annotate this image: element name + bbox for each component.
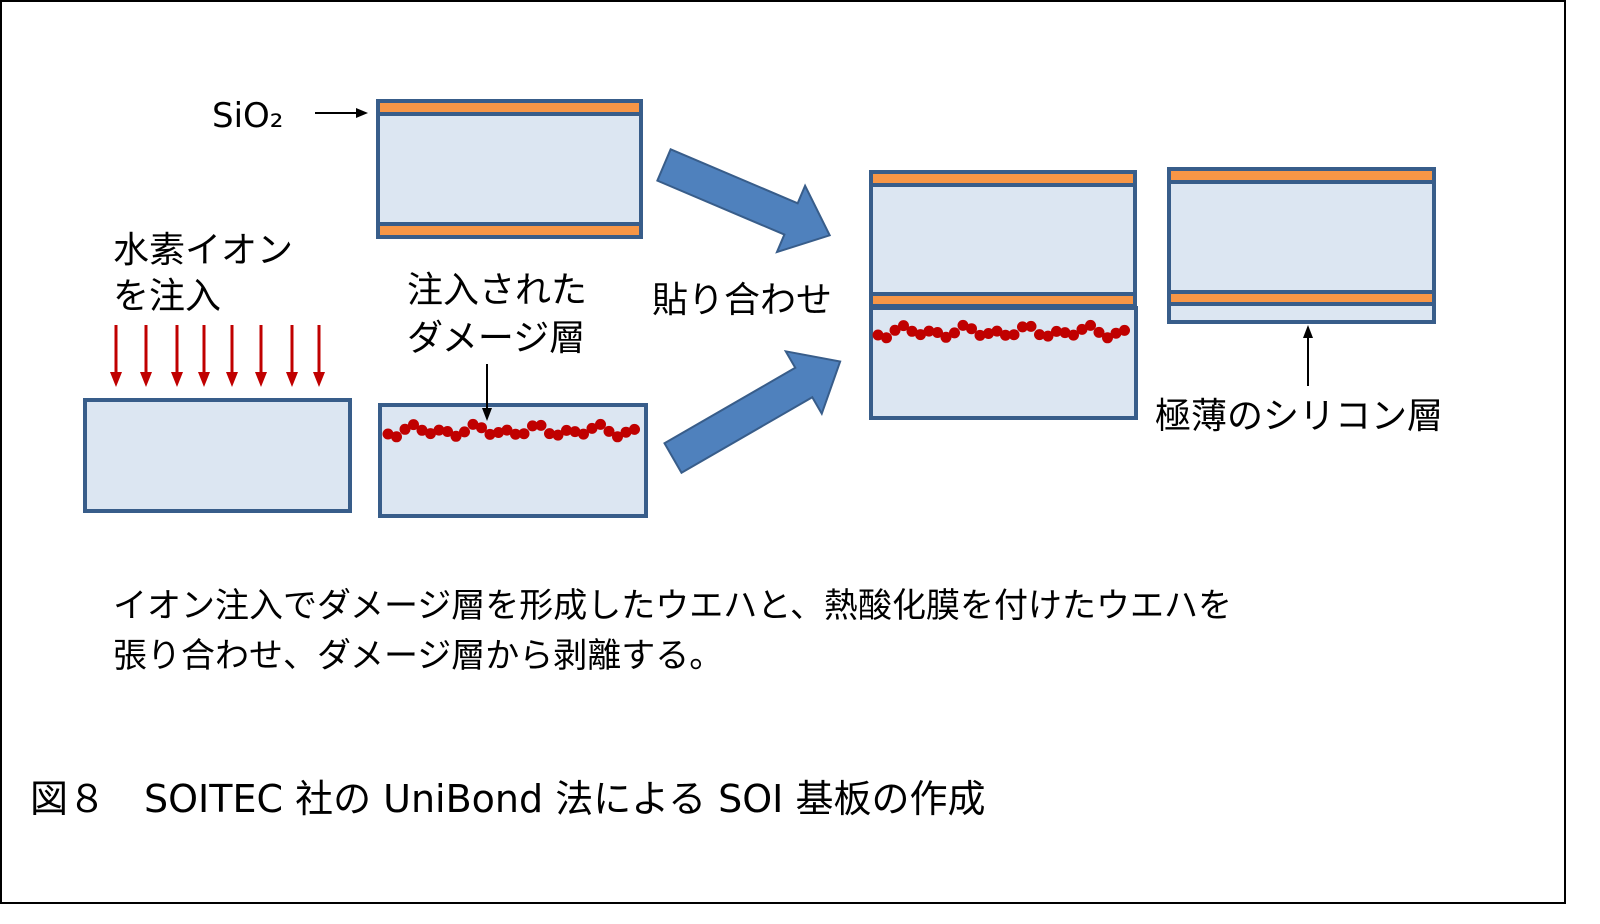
oxide-layer-top	[1171, 171, 1432, 180]
damage-dot	[1110, 327, 1122, 339]
damage-dot	[595, 418, 606, 430]
ion-arrow-icon	[255, 325, 267, 387]
damage-dot	[425, 428, 436, 440]
damage-dot	[906, 325, 918, 337]
damage-dot	[391, 431, 402, 443]
ion-arrow-icon	[198, 325, 210, 387]
damage-dot	[1093, 326, 1105, 338]
buried-oxide-layer	[1171, 294, 1432, 302]
damage-dot	[501, 424, 513, 436]
damage-layer-label-2: ダメージ層	[407, 318, 585, 359]
damage-dot	[527, 420, 538, 432]
damage-dot	[974, 329, 986, 341]
damage-dot	[459, 426, 470, 438]
damage-dot	[1076, 323, 1088, 335]
damage-pointer-arrow	[482, 364, 492, 421]
soi-wafer	[1167, 167, 1436, 324]
damage-dot	[940, 331, 952, 343]
damage-dot	[1000, 329, 1011, 341]
damage-dot	[898, 320, 909, 332]
ion-arrow-icon	[286, 325, 298, 387]
damage-dot	[1025, 320, 1037, 332]
damage-dot	[433, 424, 445, 436]
caption-line-2: 張り合わせ、ダメージ層から剥離する。	[113, 636, 723, 676]
oxide-layer-top	[873, 174, 1133, 183]
damage-dot	[949, 327, 960, 339]
damage-dot	[603, 425, 615, 437]
oxide-layer-top	[380, 103, 639, 112]
damage-dot	[932, 327, 943, 338]
damage-layer-dots-bonded	[872, 319, 1130, 344]
thin-silicon-label: 極薄のシリコン層	[1155, 396, 1443, 437]
block-arrow-bottom-icon	[663, 349, 842, 475]
damage-dot	[586, 422, 598, 434]
ion-arrow-icon	[226, 325, 238, 387]
figure-title: 図８ SOITEC 社の UniBond 法による SOI 基板の作成	[30, 777, 985, 821]
bonding-label: 貼り合わせ	[652, 280, 832, 321]
damage-dot	[1085, 319, 1096, 331]
damage-dot	[629, 423, 640, 435]
damage-dot	[408, 419, 419, 431]
damage-dot	[535, 419, 547, 431]
damage-dot	[476, 422, 487, 434]
damage-dot	[399, 423, 411, 435]
damage-dot	[510, 428, 521, 440]
implanted-wafer	[378, 403, 648, 518]
caption-line-1: イオン注入でダメージ層を形成したウエハと、熱酸化膜を付けたウエハを	[113, 586, 1232, 626]
damage-dot	[467, 418, 479, 430]
sio2-pointer-arrow	[315, 108, 368, 118]
thin-si-pointer-arrow	[1303, 325, 1313, 386]
damage-dot	[1042, 330, 1054, 342]
silicon-wafer	[83, 398, 352, 513]
damage-dot	[518, 428, 530, 440]
damage-dot	[1017, 321, 1028, 333]
damage-dot	[991, 325, 1003, 337]
damage-dot	[872, 329, 884, 341]
damage-dot	[493, 427, 504, 438]
damage-dot	[382, 428, 394, 440]
damage-dot	[484, 428, 496, 440]
damage-dot	[544, 428, 555, 440]
damage-dot	[552, 429, 564, 441]
damage-dot	[561, 424, 572, 436]
damage-dot	[1059, 327, 1071, 339]
hydrogen-ion-label-2: を注入	[113, 276, 221, 317]
damage-dot	[915, 329, 926, 341]
damage-dot	[450, 430, 462, 442]
damage-dot	[881, 332, 892, 344]
damage-dot	[578, 428, 589, 440]
oxide-layer-bottom	[380, 226, 639, 235]
bonded-stack	[869, 170, 1138, 420]
hydrogen-ion-label-1: 水素イオン	[113, 230, 293, 271]
damage-dot	[957, 319, 969, 331]
ion-arrow-icon	[110, 325, 122, 387]
damage-dot	[1068, 329, 1079, 341]
ion-arrow-icon	[140, 325, 152, 387]
damage-dot	[1034, 329, 1045, 341]
oxidized-wafer	[376, 99, 643, 239]
damage-dot	[983, 328, 994, 339]
damage-dot	[966, 323, 977, 335]
damage-dot	[923, 325, 935, 337]
oxide-layer-bond	[873, 296, 1133, 304]
damage-layer-label-1: 注入された	[407, 270, 587, 311]
damage-dot	[889, 324, 901, 336]
damage-dot	[416, 424, 428, 436]
block-arrow-top-icon	[656, 148, 832, 254]
damage-layer-dots	[382, 418, 640, 443]
ion-arrow-icon	[171, 325, 183, 387]
ion-arrow-icon	[313, 325, 325, 387]
ion-arrows	[110, 325, 325, 387]
damage-dot	[442, 426, 453, 437]
damage-dot	[620, 426, 632, 438]
damage-dot	[1008, 329, 1020, 341]
damage-dot	[1102, 332, 1113, 344]
damage-dot	[612, 431, 623, 443]
damage-dot	[1051, 325, 1062, 337]
damage-dot	[569, 426, 581, 438]
damage-dot	[1119, 324, 1130, 336]
sio2-label: SiO₂	[212, 96, 283, 136]
